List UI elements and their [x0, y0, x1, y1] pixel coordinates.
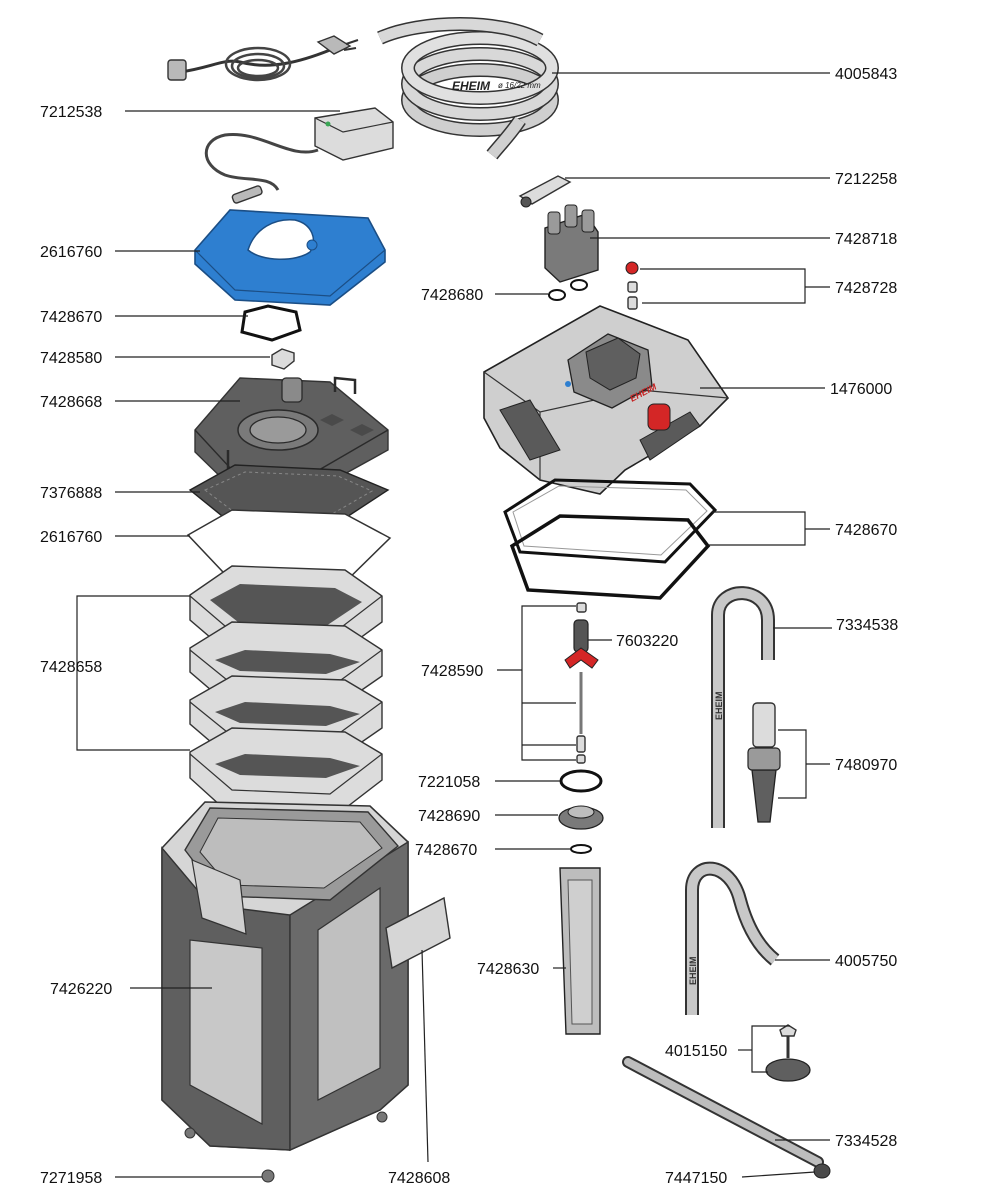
label-1476000: 1476000	[830, 381, 892, 398]
label-4005843: 4005843	[835, 66, 897, 83]
canister-body-illustration	[161, 801, 409, 1183]
intake-pipe-illustration: EHEIM	[685, 861, 780, 1015]
pump-head-illustration: EHEIM	[483, 305, 730, 495]
label-7428608: 7428608	[388, 1170, 450, 1187]
label-7428690: 7428690	[418, 808, 480, 825]
intake-tube-illustration	[559, 867, 601, 1035]
label-7428728: 7428728	[835, 280, 897, 297]
valve-knob-illustration	[271, 348, 295, 370]
label-7603220: 7603220	[616, 633, 678, 650]
label-2616760-mid: 2616760	[40, 529, 102, 546]
hose-brand-text: EHEIM	[452, 79, 491, 93]
spray-bar-illustration	[622, 1056, 824, 1168]
screw-set-illustration	[625, 261, 639, 310]
small-oring-a	[548, 289, 566, 301]
label-7334538: 7334538	[836, 617, 898, 634]
label-7426220: 7426220	[50, 981, 112, 998]
dark-tray-illustration	[194, 376, 389, 493]
lid-gasket-illustration	[240, 304, 302, 342]
label-7428590: 7428590	[421, 663, 483, 680]
label-7376888: 7376888	[40, 485, 102, 502]
small-oring-b	[570, 279, 588, 291]
label-7221058: 7221058	[418, 774, 480, 791]
head-gasket-upper	[503, 478, 718, 564]
hose-size-text: ø 16/22 mm	[498, 81, 541, 90]
suction-cup-illustration	[765, 1024, 811, 1082]
tube-brand-b: EHEIM	[688, 956, 698, 985]
head-gasket-upper-inner	[512, 485, 708, 556]
label-7428668: 7428668	[40, 394, 102, 411]
handle-illustration	[385, 896, 451, 970]
oring-7221058	[559, 769, 603, 793]
label-7428680: 7428680	[421, 287, 483, 304]
end-cap-illustration	[813, 1163, 831, 1179]
label-7428658: 7428658	[40, 659, 102, 676]
power-cable-illustration	[167, 35, 359, 82]
label-7447150: 7447150	[665, 1170, 727, 1187]
part-labels: 4005843 7212538 7212258 7428718 2616760 …	[40, 66, 898, 1187]
label-2616760-top: 2616760	[40, 244, 102, 261]
label-7428670-top: 7428670	[40, 309, 102, 326]
label-7428670-low: 7428670	[415, 842, 477, 859]
strainer-illustration	[747, 702, 781, 823]
oring-small-low	[570, 844, 592, 854]
label-7271958: 7271958	[40, 1170, 102, 1187]
label-4005750: 4005750	[835, 953, 897, 970]
label-7212538: 7212538	[40, 104, 102, 121]
head-gasket-lower	[509, 514, 711, 600]
label-7428580: 7428580	[40, 350, 102, 367]
leader-lines	[76, 72, 832, 1178]
impeller-cover-illustration	[558, 805, 604, 830]
media-baskets-illustration	[189, 565, 383, 821]
label-7428670-mid: 7428670	[835, 522, 897, 539]
outlet-pipe-illustration: EHEIM	[711, 586, 775, 828]
label-7212258: 7212258	[835, 171, 897, 188]
impeller-assembly-illustration	[564, 602, 599, 764]
control-box-illustration	[204, 107, 394, 204]
label-7428718: 7428718	[835, 231, 897, 248]
hose-coil-illustration: EHEIM ø 16/22 mm	[377, 17, 559, 160]
blue-lid-illustration	[194, 209, 386, 306]
tube-brand-a: EHEIM	[714, 691, 724, 720]
label-7334528: 7334528	[835, 1133, 897, 1150]
label-7480970: 7480970	[835, 757, 897, 774]
quick-release-illustration	[518, 175, 572, 208]
label-7428630: 7428630	[477, 961, 539, 978]
adapter-block-illustration	[544, 204, 599, 283]
label-4015150: 4015150	[665, 1043, 727, 1060]
